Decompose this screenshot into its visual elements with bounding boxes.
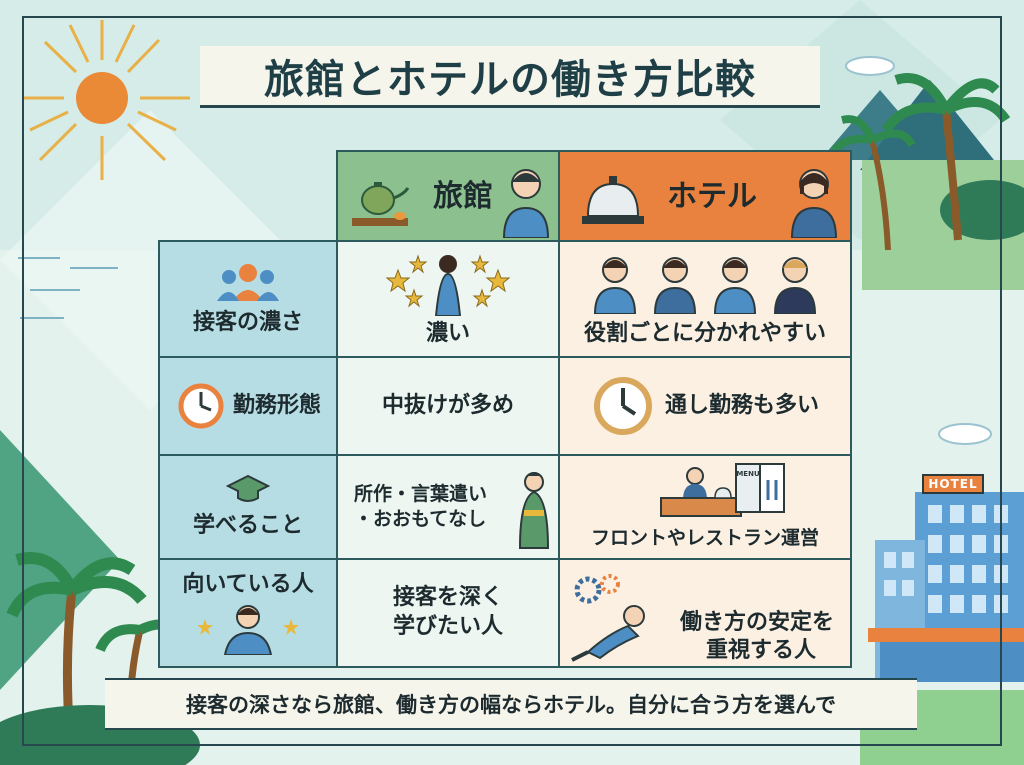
cell-ryokan-learning-line2: ・おおもてなし [354,508,487,530]
star-icon [385,254,511,308]
column-label-ryokan: 旅館 [433,178,493,214]
cell-hotel-suited-person-line1: 働き方の安定を [679,609,834,635]
page-title: 旅館とホテルの働き方比較 [200,46,820,108]
cell-ryokan-work-style: 中抜けが多め [336,356,560,456]
cell-ryokan-service-depth-text: 濃い [425,320,470,346]
cell-hotel-work-style-text: 通し勤務も多い [664,392,819,418]
service-bell-icon [582,176,644,224]
clock-icon [178,383,224,429]
kimono-staff-icon [518,472,550,549]
bowing-staff-icon [385,254,511,316]
graduation-cap-icon [226,474,270,502]
column-label-hotel: ホテル [667,178,757,214]
cell-ryokan-suited-person-line2: 学びたい人 [392,614,503,639]
star-icon [197,619,299,636]
outer-frame [22,16,1002,746]
row-header-suited-person: 向いている人 [158,558,338,668]
clock-icon [593,377,652,435]
sun-icon [24,20,190,180]
staff-avatar-icon [593,256,817,314]
row-header-work-style: 勤務形態 [158,356,338,456]
cell-ryokan-suited-person: 接客を深く 学びたい人 [336,558,560,668]
footer-message: 接客の深さなら旅館、働き方の幅ならホテル。自分に合う方を選んで [105,678,917,730]
gears-icon [574,574,620,604]
column-header-ryokan: 旅館 [336,150,560,242]
cell-ryokan-service-depth: 濃い [336,240,560,358]
cell-ryokan-learning-line1: 所作・言葉遣い [354,483,488,506]
row-header-service-depth: 接客の濃さ [158,240,338,358]
hotel-sign: HOTEL [922,474,984,494]
teapot-icon [352,182,410,226]
cell-hotel-learning: フロントやレストラン運営 [558,454,852,560]
staff-avatar-icon [790,169,838,238]
staff-avatar-icon [502,169,550,238]
cell-hotel-work-style: 通し勤務も多い [558,356,852,456]
cell-hotel-learning-text: フロントやレストラン運営 [590,526,819,549]
cell-ryokan-learning: 所作・言葉遣い ・おおもてなし [336,454,560,560]
cell-ryokan-work-style-text: 中抜けが多め [381,392,514,418]
cell-ryokan-suited-person-line1: 接客を深く [392,585,503,611]
cell-hotel-suited-person: 働き方の安定を 重視する人 [558,558,852,668]
row-label-service-depth: 接客の濃さ [192,309,303,335]
cell-hotel-service-depth: 役割ごとに分かれやすい [558,240,852,358]
row-label-learning: 学べること [192,512,303,538]
menu-icon [735,463,785,513]
column-header-hotel: ホテル [558,150,852,242]
row-header-learning: 学べること [158,454,338,560]
group-icon [217,263,279,301]
hotel-building-icon [868,492,1024,682]
staff-avatar-icon [197,605,299,656]
cell-hotel-suited-person-line2: 重視する人 [705,638,816,664]
menu-sign-text: MENU [736,470,760,478]
relaxing-person-icon [571,605,645,662]
cell-hotel-service-depth-text: 役割ごとに分かれやすい [583,320,826,346]
row-label-work-style: 勤務形態 [232,392,321,418]
row-label-suited-person: 向いている人 [182,571,314,597]
